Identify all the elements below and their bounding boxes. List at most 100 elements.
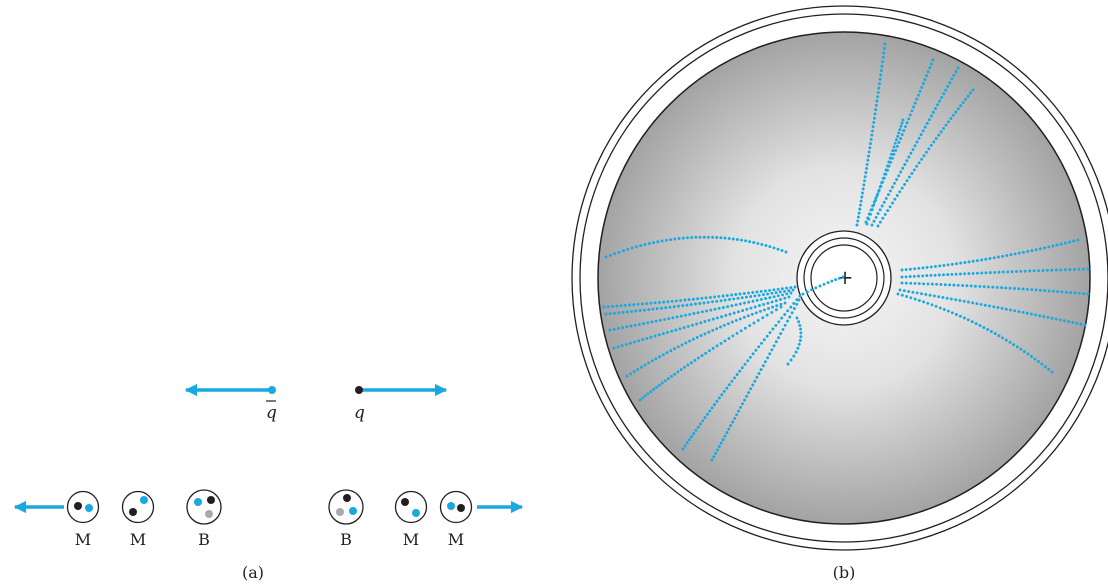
- track-dot: [1064, 290, 1068, 294]
- track-dot: [742, 292, 746, 295]
- track-dot: [757, 293, 761, 297]
- track-dot: [975, 302, 979, 306]
- track-dot: [946, 263, 950, 267]
- track-dot: [988, 271, 992, 275]
- track-dot: [1019, 269, 1023, 273]
- track-dot: [799, 327, 803, 331]
- track-dot: [946, 273, 950, 277]
- track-dot: [770, 300, 774, 304]
- track-dot: [1004, 286, 1008, 290]
- track-dot: [632, 370, 636, 374]
- track-dot: [1013, 252, 1017, 256]
- track-dot: [892, 152, 896, 156]
- track-dot: [702, 235, 706, 239]
- track-dot: [862, 183, 866, 187]
- track-dot: [694, 302, 697, 306]
- track-dot: [623, 303, 627, 307]
- track-dot: [663, 379, 667, 383]
- track-dot: [895, 194, 899, 197]
- track-dot: [608, 312, 612, 316]
- track-dot: [878, 208, 882, 212]
- track-dot: [735, 373, 739, 376]
- track-dot: [746, 359, 750, 363]
- track-dot: [899, 170, 903, 174]
- track-dot: [899, 137, 903, 140]
- track-dot: [1082, 292, 1086, 296]
- track-dot: [798, 323, 802, 327]
- antiquark-label: q: [266, 403, 277, 423]
- track-dot: [1068, 268, 1072, 272]
- track-dot: [760, 341, 763, 345]
- track-dot: [758, 309, 762, 313]
- track-dot: [865, 222, 869, 226]
- track-dot: [679, 368, 683, 372]
- track-dot: [727, 427, 731, 431]
- track-dot: [654, 385, 658, 389]
- track-dot: [750, 312, 754, 316]
- track-dot: [653, 301, 657, 305]
- track-dot: [777, 336, 780, 340]
- track-dot: [719, 325, 722, 329]
- track-dot: [962, 316, 966, 320]
- track-dot: [1037, 269, 1040, 273]
- track-dot: [1025, 311, 1029, 315]
- track-dot: [689, 303, 693, 307]
- track-dot: [774, 323, 778, 327]
- track-dot: [969, 284, 973, 288]
- track-dot: [900, 133, 904, 137]
- track-dot: [956, 283, 960, 287]
- track-dot: [982, 326, 986, 329]
- hadron-label: B: [198, 530, 210, 549]
- track-dot: [954, 272, 958, 276]
- track-dot: [966, 94, 970, 98]
- track-dot: [715, 299, 719, 303]
- track-dot: [723, 434, 727, 438]
- track-dot: [884, 196, 888, 200]
- track-dot: [746, 314, 750, 318]
- track-dot: [1000, 286, 1003, 290]
- track-dot: [708, 409, 712, 413]
- track-dot: [727, 383, 731, 387]
- track-dot: [942, 263, 946, 267]
- quark: q: [354, 383, 448, 423]
- track-dot: [1079, 322, 1083, 326]
- track-dot: [727, 336, 731, 340]
- track-dot: [639, 365, 643, 369]
- track-dot: [893, 197, 897, 201]
- track-dot: [950, 77, 954, 81]
- track-dot: [657, 383, 661, 387]
- track-dot: [929, 265, 933, 269]
- track-dot: [876, 224, 880, 228]
- track-dot: [783, 296, 787, 300]
- track-dot: [649, 390, 653, 394]
- antiquark-dot: [268, 386, 276, 394]
- track-dot: [751, 291, 755, 294]
- track-dot: [752, 241, 756, 244]
- track-dot: [971, 259, 975, 263]
- track-dot: [703, 332, 707, 336]
- track-dot: [936, 103, 939, 107]
- track-dot: [875, 99, 879, 103]
- track-dot: [780, 316, 784, 320]
- track-dot: [905, 179, 909, 183]
- hadron-label: M: [75, 530, 91, 549]
- track-dot: [768, 352, 772, 356]
- track-dot: [723, 236, 727, 240]
- track-dot: [951, 113, 955, 117]
- track-dot: [719, 441, 723, 445]
- track-dot: [1009, 253, 1013, 257]
- track-dot: [855, 223, 859, 227]
- track-dot: [911, 148, 915, 151]
- track-dot: [650, 320, 654, 324]
- track-dot: [717, 396, 721, 400]
- track-dot: [798, 294, 802, 298]
- track-dot: [1029, 312, 1033, 316]
- track-dot: [895, 178, 899, 181]
- track-dot: [686, 324, 690, 328]
- track-dot: [755, 375, 759, 379]
- track-dot: [735, 331, 739, 335]
- track-dot: [658, 355, 662, 359]
- track-dot: [625, 374, 629, 378]
- track-dot: [795, 316, 799, 320]
- track-dot: [624, 342, 628, 346]
